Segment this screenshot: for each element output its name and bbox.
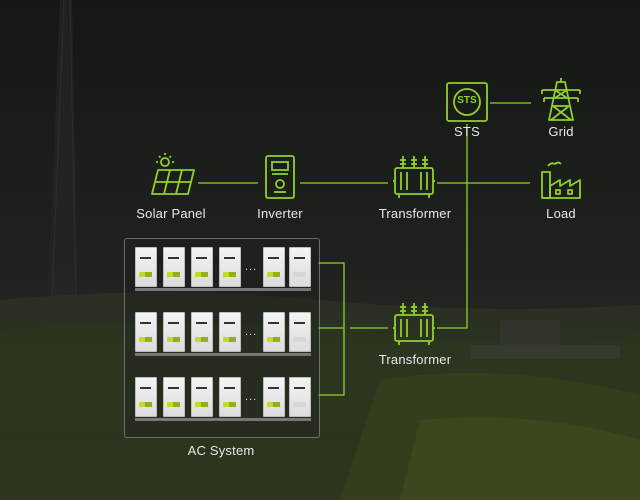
ellipsis: ... xyxy=(245,326,258,338)
solar-panel-label: Solar Panel xyxy=(136,206,206,221)
cabinet-base xyxy=(135,353,311,356)
sts-switch-icon: STS xyxy=(446,82,488,122)
grid-label: Grid xyxy=(548,124,574,139)
battery-cabinet xyxy=(263,377,285,417)
solar-panel-icon xyxy=(151,153,195,195)
cabinet-base xyxy=(135,288,311,291)
battery-cabinet xyxy=(135,377,157,417)
inverter-icon xyxy=(265,155,295,199)
battery-cabinet xyxy=(219,377,241,417)
ac-system-label: AC System xyxy=(187,443,255,458)
pcs-cabinet xyxy=(289,312,311,352)
ac-system-box: ... ... ... xyxy=(124,238,320,438)
pcs-cabinet xyxy=(289,247,311,287)
ellipsis: ... xyxy=(245,391,258,403)
transformer-icon xyxy=(393,156,435,198)
transformer-top-label: Transformer xyxy=(378,206,452,221)
line-ac-bracket xyxy=(318,262,345,396)
battery-cabinet xyxy=(191,377,213,417)
battery-cabinet xyxy=(191,312,213,352)
battery-cabinet xyxy=(163,312,185,352)
factory-icon xyxy=(541,161,581,199)
battery-cabinet xyxy=(191,247,213,287)
transformer-bottom-icon xyxy=(393,303,435,345)
battery-cabinet xyxy=(263,247,285,287)
battery-cabinet xyxy=(163,247,185,287)
cabinet-base xyxy=(135,418,311,421)
sts-label: STS xyxy=(454,124,480,139)
battery-cabinet xyxy=(219,312,241,352)
line-sts-transformer-bottom xyxy=(437,124,468,329)
battery-cabinet xyxy=(135,247,157,287)
power-pylon-icon xyxy=(541,78,581,121)
transformer-bottom-label: Transformer xyxy=(378,352,452,367)
inverter-label: Inverter xyxy=(257,206,303,221)
battery-cabinet xyxy=(163,377,185,417)
load-label: Load xyxy=(546,206,576,221)
battery-cabinet xyxy=(263,312,285,352)
battery-cabinet xyxy=(135,312,157,352)
pcs-cabinet xyxy=(289,377,311,417)
ellipsis: ... xyxy=(245,261,258,273)
battery-cabinet xyxy=(219,247,241,287)
sts-badge-text: STS xyxy=(457,95,477,106)
